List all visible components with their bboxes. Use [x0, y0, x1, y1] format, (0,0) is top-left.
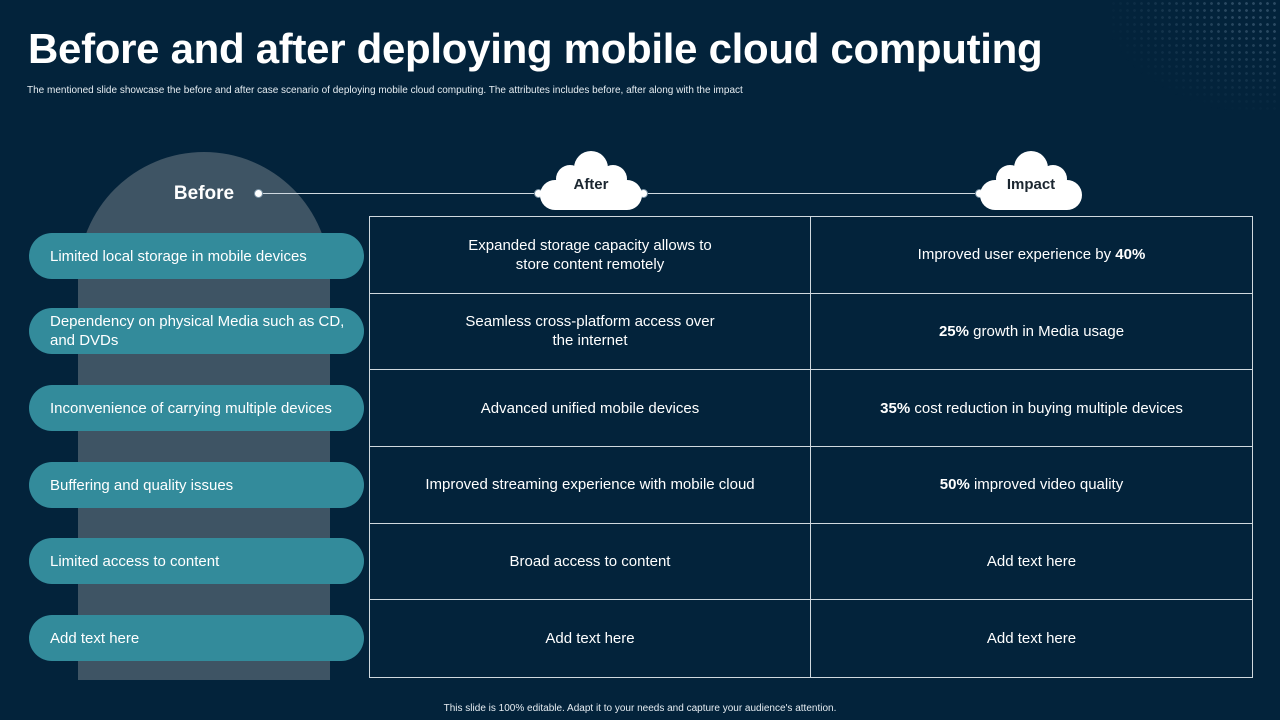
after-text: Expanded storage capacity allows to stor… — [468, 236, 712, 273]
impact-cell: Improved user experience by 40% — [811, 217, 1252, 294]
before-item: Limited access to content — [29, 538, 364, 584]
before-item: Buffering and quality issues — [29, 462, 364, 508]
after-text: Improved streaming experience with mobil… — [425, 476, 755, 494]
column-header-after: After — [537, 148, 645, 214]
impact-text-regular: growth in Media usage — [968, 322, 1125, 340]
after-impact-table: Expanded storage capacity allows to stor… — [369, 216, 1253, 678]
connector-line-before-after — [259, 193, 539, 194]
before-item: Add text here — [29, 615, 364, 661]
decorative-dot-pattern — [1110, 0, 1280, 110]
impact-cell: Add text here — [811, 600, 1252, 677]
impact-text-regular: Improved user experience by — [917, 246, 1116, 264]
after-text: Seamless cross-platform access over the … — [465, 313, 715, 350]
after-cell: Broad access to content — [370, 523, 811, 601]
impact-cell: 25% growth in Media usage — [811, 294, 1252, 371]
impact-text-regular: cost reduction in buying multiple device… — [910, 399, 1183, 417]
after-cell: Expanded storage capacity allows to stor… — [370, 217, 811, 294]
impact-text: 25% growth in Media usage — [939, 322, 1124, 341]
before-item: Limited local storage in mobile devices — [29, 233, 364, 279]
connector-line-after-impact — [643, 193, 980, 194]
cloud-icon — [540, 151, 642, 210]
before-item: Dependency on physical Media such as CD,… — [29, 308, 364, 354]
impact-text: Add text here — [986, 552, 1077, 570]
impact-text-bold: 50% — [939, 476, 970, 494]
after-cell: Seamless cross-platform access over the … — [370, 293, 811, 371]
impact-cell: 50% improved video quality — [811, 447, 1252, 524]
cloud-icon — [980, 151, 1082, 210]
after-cell: Add text here — [370, 600, 811, 677]
impact-cell: Add text here — [811, 524, 1252, 601]
after-label: After — [573, 176, 609, 193]
connector-dot — [254, 189, 263, 198]
after-text: Add text here — [545, 630, 635, 648]
impact-text-bold: 25% — [938, 322, 969, 340]
impact-text: Improved user experience by 40% — [918, 245, 1146, 264]
impact-cell: 35% cost reduction in buying multiple de… — [811, 370, 1252, 447]
impact-text: 50% improved video quality — [940, 475, 1123, 494]
column-header-before: Before — [173, 183, 235, 204]
after-cell: Improved streaming experience with mobil… — [370, 446, 811, 524]
after-text: Advanced unified mobile devices — [480, 399, 700, 417]
after-text: Broad access to content — [509, 552, 671, 570]
before-item: Inconvenience of carrying multiple devic… — [29, 385, 364, 431]
impact-text-bold: 40% — [1115, 246, 1146, 264]
after-cell: Advanced unified mobile devices — [370, 370, 811, 447]
page-subtitle: The mentioned slide showcase the before … — [27, 85, 743, 96]
page-title: Before and after deploying mobile cloud … — [28, 25, 1043, 72]
column-header-impact: Impact — [977, 148, 1085, 214]
footer-note: This slide is 100% editable. Adapt it to… — [443, 703, 837, 714]
impact-text: 35% cost reduction in buying multiple de… — [880, 399, 1183, 418]
impact-text: Add text here — [986, 630, 1077, 648]
impact-text-bold: 35% — [880, 399, 911, 417]
impact-text-regular: improved video quality — [969, 476, 1124, 494]
impact-label: Impact — [1006, 176, 1056, 193]
